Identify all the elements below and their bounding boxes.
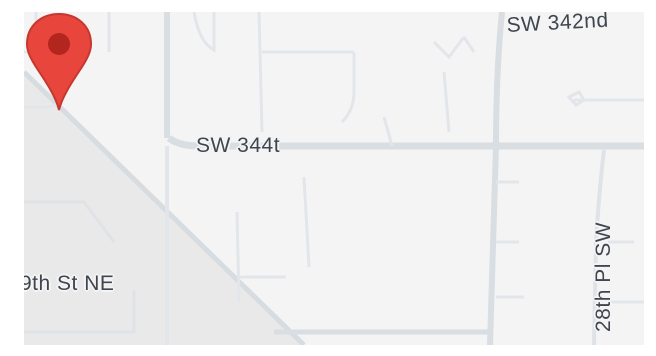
road-sw-344th	[166, 135, 644, 150]
road-bottom	[274, 329, 493, 345]
road-minor	[382, 36, 476, 147]
map-canvas[interactable]: SW 342nd SW 344t 9th St NE 28th Pl SW	[24, 12, 644, 345]
map-pin-body	[25, 12, 93, 111]
map-pin-center	[48, 33, 70, 55]
street-label-9th-st-ne: 9th St NE	[24, 272, 115, 295]
road-minor	[235, 176, 311, 303]
map-roads-layer	[24, 12, 644, 345]
road-minor	[496, 180, 524, 299]
road-minor	[566, 90, 644, 107]
street-label-sw-344th: SW 344t	[196, 134, 281, 157]
road-diagonal	[24, 70, 306, 345]
road-minor	[24, 200, 136, 334]
road-28th-pl-sw	[592, 149, 606, 345]
road-minor	[257, 12, 356, 133]
road-minor	[608, 240, 644, 304]
map-pin-icon[interactable]	[24, 12, 94, 112]
road-main-vertical	[487, 12, 505, 345]
street-label-28th-pl-sw: 28th Pl SW	[592, 221, 615, 332]
